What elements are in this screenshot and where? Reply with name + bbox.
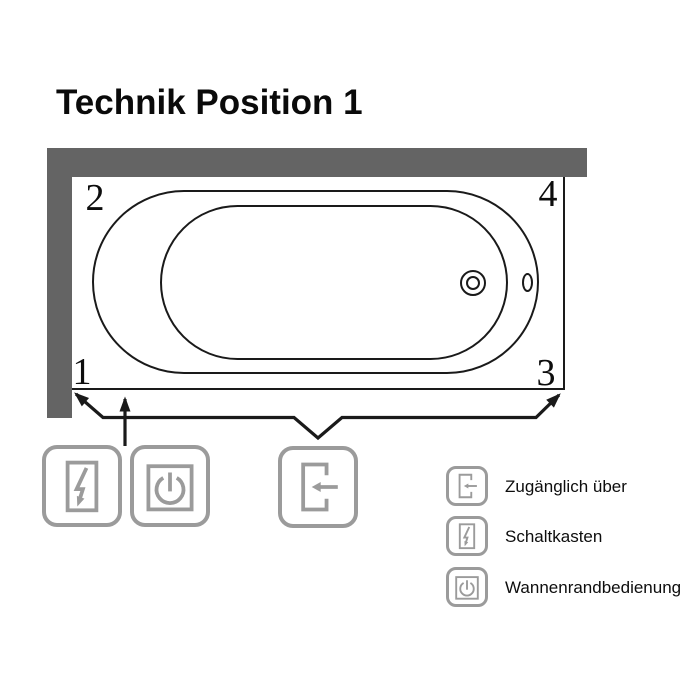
- access-position-icon: [278, 446, 358, 528]
- power-button-icon: [134, 449, 206, 523]
- wall-left: [47, 148, 72, 418]
- legend-icon-switchbox: [446, 516, 488, 556]
- access-span-arrow: [74, 392, 561, 441]
- legend-label-rim-control: Wannenrandbedienung: [505, 578, 682, 597]
- drain-icon: [460, 270, 486, 296]
- wall-top: [47, 148, 587, 177]
- door-access-icon: [449, 468, 485, 504]
- power-button-icon: [449, 569, 485, 605]
- door-access-icon: [282, 450, 354, 524]
- corner-label-1: 1: [72, 351, 92, 393]
- legend-icon-access: [446, 466, 488, 506]
- corner-label-3: 3: [536, 352, 556, 394]
- corner-label-4: 4: [538, 173, 558, 215]
- bathtub-rim: [92, 190, 539, 374]
- overflow-outlet-icon: [522, 273, 533, 292]
- drain-inner-ring: [466, 276, 480, 290]
- switchbox-position-icon: [42, 445, 122, 527]
- rim-control-position-icon: [130, 445, 210, 527]
- page-title: Technik Position 1: [56, 83, 363, 122]
- legend-label-switchbox: Schaltkasten: [505, 527, 603, 546]
- bathtub-basin: [160, 205, 508, 360]
- legend-label-access: Zugänglich über: [505, 477, 627, 496]
- corner-label-2: 2: [85, 177, 105, 219]
- high-voltage-flash-icon: [46, 449, 118, 523]
- high-voltage-flash-icon: [449, 518, 485, 554]
- legend-icon-rim-control: [446, 567, 488, 607]
